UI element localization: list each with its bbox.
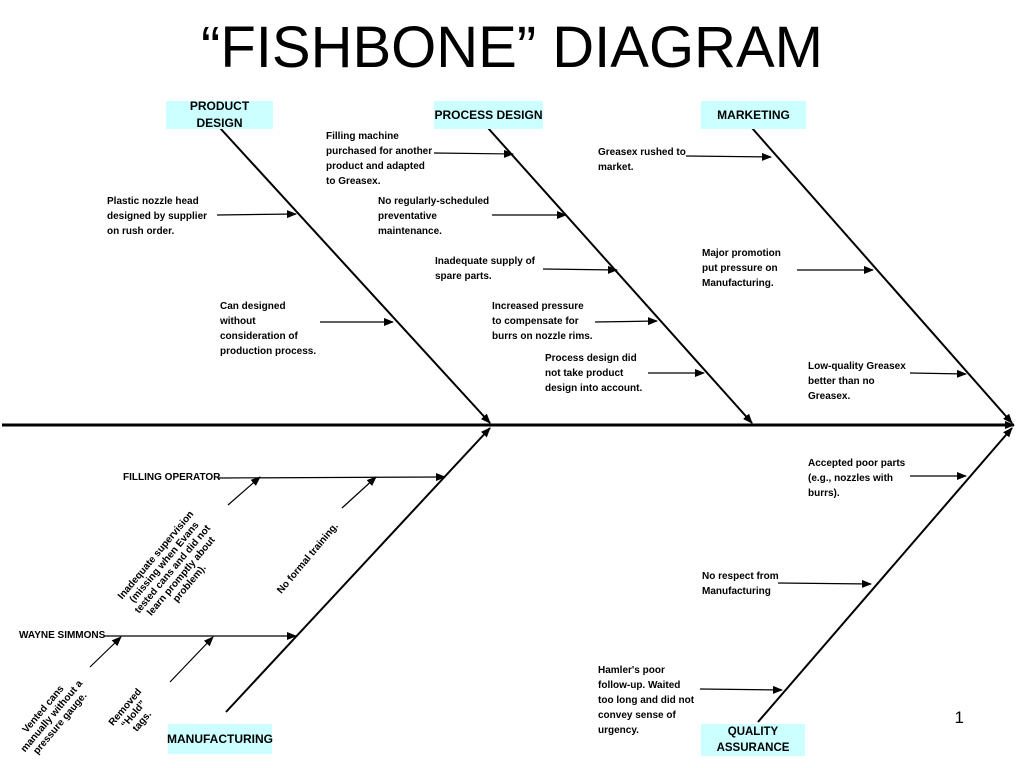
category-process-design: PROCESS DESIGN xyxy=(434,101,543,129)
category-quality-assurance: QUALITY ASSURANCE xyxy=(701,724,805,756)
cause-prd-process-design: Process design did not take product desi… xyxy=(545,353,643,394)
cause-pd-can-design: Can designed without consideration of pr… xyxy=(220,301,317,357)
bone-marketing xyxy=(751,127,1013,424)
bone-product-design xyxy=(219,127,491,424)
cause-pd-plastic-nozzle: Plastic nozzle head designed by supplier… xyxy=(107,196,208,237)
cause-mk-low-quality: Low-quality Greasex better than no Greas… xyxy=(808,361,906,402)
cause-mk-promotion: Major promotion put pressure on Manufact… xyxy=(702,248,781,289)
category-manufacturing: MANUFACTURING xyxy=(167,724,273,754)
cause-prd-filling-machine: Filling machine purchased for another pr… xyxy=(326,131,433,187)
arrow-mf-fo-1 xyxy=(227,476,261,506)
bone-process-design xyxy=(487,127,753,424)
cause-prd-increased-pressure: Increased pressure to compensate for bur… xyxy=(492,301,593,342)
cause-qa-follow-up: Hamler's poor follow-up. Waited too long… xyxy=(598,665,695,736)
category-product-design: PRODUCT DESIGN xyxy=(166,99,273,130)
cause-qa-poor-parts: Accepted poor parts (e.g., nozzles with … xyxy=(808,458,906,499)
arrow-qa-3 xyxy=(699,685,783,694)
page-number: 1 xyxy=(954,708,964,727)
bone-manufacturing xyxy=(225,427,491,713)
arrow-mf-fo-2 xyxy=(341,476,377,509)
arrow-prd-1 xyxy=(433,149,514,158)
arrow-prd-4 xyxy=(594,317,658,326)
arrow-prd-3 xyxy=(542,265,618,274)
arrow-mk-3 xyxy=(909,369,967,378)
cause-prd-maintenance: No regularly-scheduled preventative main… xyxy=(378,196,490,237)
subbone-filling-operator xyxy=(217,473,446,482)
cause-qa-no-respect: No respect from Manufacturing xyxy=(702,571,779,597)
arrow-pd-1 xyxy=(216,210,297,219)
cause-mk-rushed: Greasex rushed to market. xyxy=(598,147,686,173)
label-filling-operator: FILLING OPERATOR xyxy=(123,472,221,483)
arrow-mk-1 xyxy=(685,152,772,161)
category-marketing: MARKETING xyxy=(701,101,806,129)
page-title: “FISHBONE” DIAGRAM xyxy=(201,15,823,80)
label-wayne-simmons: WAYNE SIMMONS xyxy=(19,630,106,641)
arrow-qa-2 xyxy=(777,579,872,588)
cause-prd-spare-parts: Inadequate supply of spare parts. xyxy=(435,256,536,282)
bone-quality-assurance xyxy=(757,427,1013,723)
arrow-mf-ws-1 xyxy=(89,636,122,668)
arrow-mf-ws-2 xyxy=(169,636,214,683)
